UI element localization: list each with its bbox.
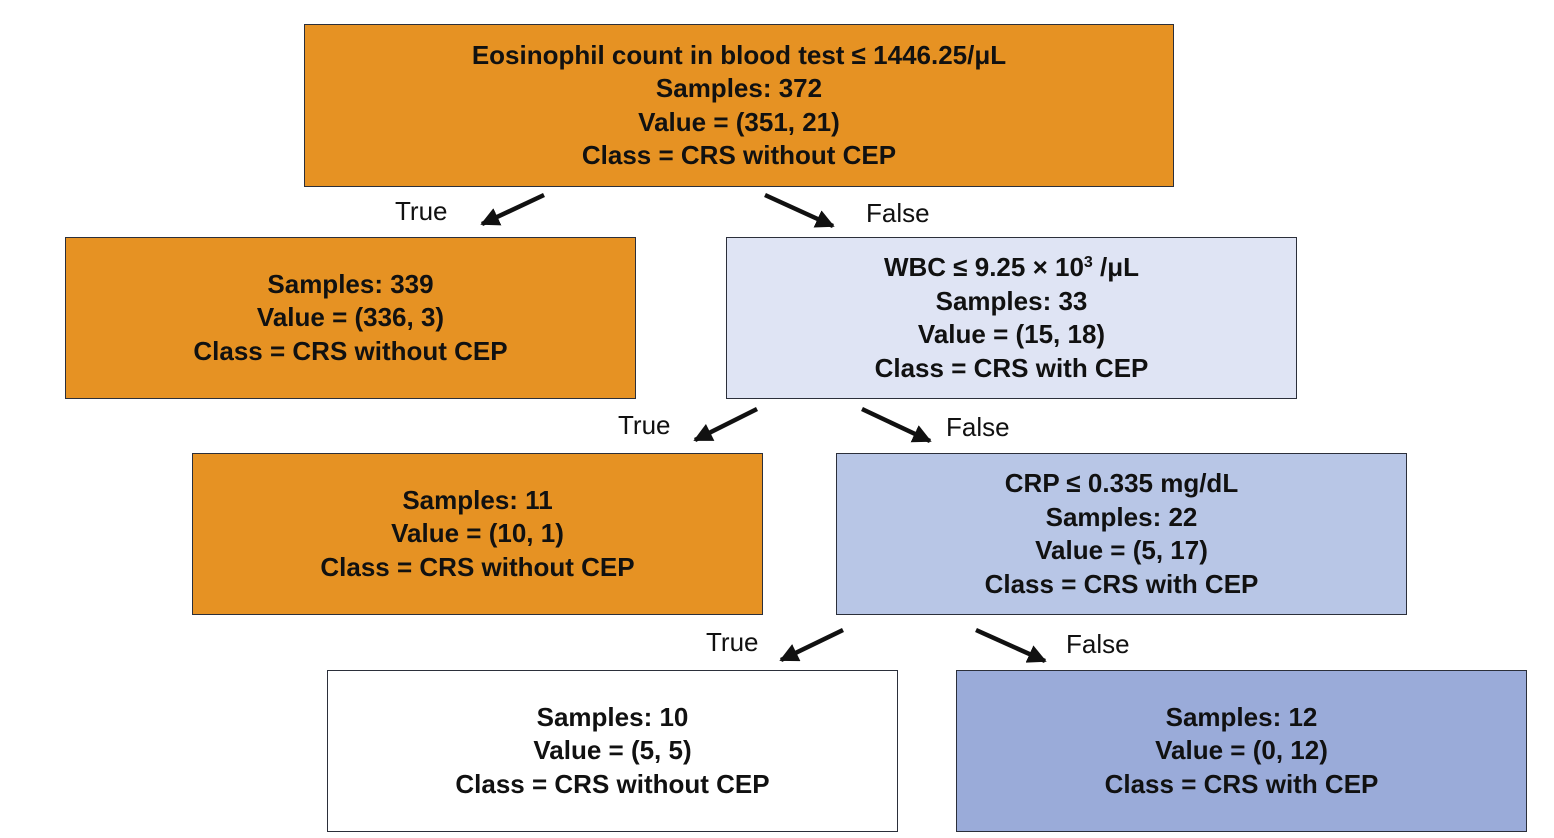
arrow-wbc-true (693, 406, 759, 443)
node-leaf-10: Samples: 10 Value = (5, 5) Class = CRS w… (327, 670, 898, 832)
node-class: Class = CRS with CEP (874, 352, 1149, 383)
node-value: Value = (5, 5) (533, 735, 692, 766)
node-samples: Samples: 33 (935, 285, 1088, 316)
node-class: Class = CRS without CEP (581, 140, 897, 170)
node-samples: Samples: 10 (536, 701, 689, 732)
node-samples: Samples: 22 (1045, 501, 1198, 532)
node-samples: Samples: 11 (402, 484, 553, 515)
node-class: Class = CRS with CEP (984, 568, 1259, 599)
node-leaf-11: Samples: 11 Value = (10, 1) Class = CRS … (192, 453, 763, 615)
edge-label-wbc-false: False (946, 412, 1010, 442)
arrow-wbc-false (861, 406, 932, 444)
edge-label-root-true: True (395, 196, 448, 226)
node-value: Value = (336, 3) (256, 302, 445, 333)
node-samples: Samples: 12 (1165, 701, 1318, 732)
node-leaf-339: Samples: 339 Value = (336, 3) Class = CR… (65, 237, 636, 399)
node-class: Class = CRS with CEP (1104, 768, 1379, 799)
node-value: Value = (15, 18) (917, 319, 1106, 349)
edge-label-crp-true: True (706, 627, 759, 657)
condition-unit: /μL (1092, 252, 1140, 282)
node-condition: CRP ≤ 0.335 mg/dL (1004, 468, 1239, 498)
node-class: Class = CRS without CEP (455, 768, 770, 799)
node-crp: CRP ≤ 0.335 mg/dL Samples: 22 Value = (5… (836, 453, 1407, 615)
edge-label-crp-false: False (1066, 629, 1130, 659)
node-class: Class = CRS without CEP (320, 551, 635, 582)
edge-label-root-false: False (866, 198, 930, 228)
node-condition: Eosinophil count in blood test ≤ 1446.25… (471, 39, 1007, 70)
node-value: Value = (5, 17) (1035, 535, 1208, 565)
node-class: Class = CRS without CEP (193, 335, 508, 366)
node-condition: WBC ≤ 9.25 × 103 /μL (884, 251, 1139, 285)
condition-main: WBC ≤ 9.25 × 10 (883, 252, 1084, 282)
node-value: Value = (351, 21) (638, 106, 840, 137)
arrow-crp-false (975, 627, 1047, 664)
arrow-crp-true (779, 627, 844, 663)
condition-exponent: 3 (1083, 254, 1093, 271)
arrow-root-false (764, 192, 835, 229)
node-samples: Samples: 372 (655, 73, 823, 103)
node-value: Value = (0, 12) (1155, 735, 1328, 766)
arrow-root-true (480, 192, 545, 227)
node-wbc: WBC ≤ 9.25 × 103 /μL Samples: 33 Value =… (726, 237, 1297, 399)
node-leaf-12: Samples: 12 Value = (0, 12) Class = CRS … (956, 670, 1527, 832)
node-root-eosinophil: Eosinophil count in blood test ≤ 1446.25… (304, 24, 1174, 187)
node-samples: Samples: 339 (267, 268, 434, 299)
edge-label-wbc-true: True (618, 410, 671, 440)
node-value: Value = (10, 1) (391, 518, 564, 549)
